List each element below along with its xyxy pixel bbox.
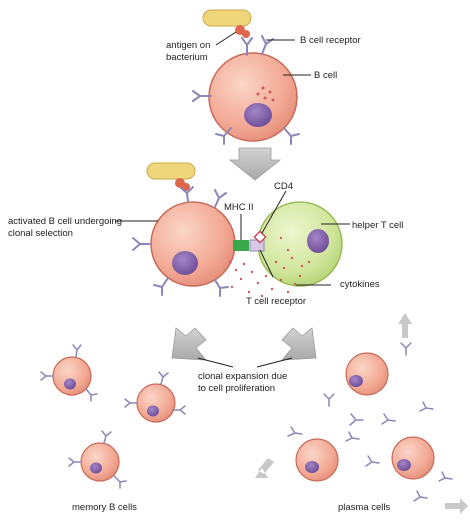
b-cell-receptor-icon <box>68 457 82 467</box>
antibody-icon <box>323 393 335 407</box>
b-cell-receptor-icon <box>172 405 186 415</box>
plasma-cell <box>295 438 339 482</box>
leader-lines <box>197 357 293 368</box>
b-cell-receptor-icon <box>124 398 138 408</box>
nucleus-icon <box>397 459 411 471</box>
nucleus-icon <box>172 251 198 275</box>
bacterium-icon <box>146 162 196 180</box>
antibody-icon <box>345 431 360 442</box>
mhc-ii-label: MHC II <box>224 202 254 213</box>
b-cell-receptor-icon <box>158 371 169 385</box>
b-cell-receptor-icon <box>40 371 54 381</box>
right-arrow-icon <box>445 498 468 514</box>
b-cell-receptor-icon <box>241 37 253 56</box>
b-cell-receptor-icon <box>153 277 169 296</box>
cytokines-label: cytokines <box>340 279 380 290</box>
clonal-expansion-label: clonal expansion due to cell proliferati… <box>198 371 290 394</box>
helper-t-cell <box>257 201 343 287</box>
antibody-icon <box>349 413 364 426</box>
nucleus-icon <box>90 462 102 474</box>
b-cell <box>208 52 298 142</box>
bacterium-icon <box>202 9 252 27</box>
antigen-icon <box>235 25 250 38</box>
antibody-icon <box>413 490 428 502</box>
antibody-icon <box>438 471 453 482</box>
b-cell-receptor-icon <box>85 388 98 402</box>
activated-b-cell <box>150 201 236 287</box>
nucleus-icon <box>64 378 76 390</box>
nucleus-icon <box>305 461 319 473</box>
cytokine-dots <box>228 236 311 298</box>
plasma-cells-label: plasma cells <box>338 502 391 513</box>
cd4-label: CD4 <box>274 181 293 192</box>
b-cell-receptor-label: B cell receptor <box>300 35 361 46</box>
down-right-arrow-icon <box>281 327 317 361</box>
nucleus-icon <box>307 229 329 253</box>
antibody-icon <box>365 455 380 467</box>
b-cell-label: B cell <box>314 70 337 81</box>
antibody-icon <box>400 342 412 356</box>
antigen-label: antigen on bacterium <box>166 40 213 63</box>
antibody-icon <box>419 401 434 412</box>
b-cell-receptor-icon <box>113 475 127 489</box>
leader-lines <box>115 190 350 286</box>
memory-b-cells-label: memory B cells <box>72 502 137 513</box>
antibody-icon <box>287 426 303 437</box>
granules <box>256 86 275 102</box>
b-cell-receptor-icon <box>132 237 152 251</box>
b-cell-receptor-icon <box>101 430 112 444</box>
memory-b-cell <box>52 356 92 396</box>
antigen-icon <box>175 178 190 191</box>
nucleus-icon <box>349 375 363 387</box>
b-cell-receptor-icon <box>214 279 229 297</box>
b-cell-receptor-icon <box>261 35 274 55</box>
activated-b-cell-label: activated B cell undergoing clonal selec… <box>8 216 125 239</box>
down-arrow-icon <box>228 147 282 181</box>
nucleus-icon <box>244 103 272 127</box>
mhc-ii-icon <box>233 240 249 251</box>
b-cell-receptor-icon <box>72 344 82 358</box>
down-left-arrow-icon <box>255 458 274 478</box>
memory-b-cell <box>136 383 176 423</box>
memory-b-cell <box>80 442 120 482</box>
leader-lines <box>215 31 311 76</box>
b-cell-receptor-icon <box>214 189 227 208</box>
plasma-cell <box>391 436 435 480</box>
antibody-icon <box>381 413 396 425</box>
nucleus-icon <box>147 405 159 417</box>
cd4-icon <box>253 230 267 244</box>
up-arrow-icon <box>398 313 412 338</box>
b-cell-receptor-icon <box>192 90 212 102</box>
b-cell-receptor-icon <box>283 127 300 145</box>
t-cell-receptor-label: T cell receptor <box>246 296 306 307</box>
plasma-cell <box>345 352 389 396</box>
b-cell-receptor-icon <box>180 186 194 203</box>
b-cell-receptor-icon <box>215 127 232 145</box>
helper-t-cell-label: helper T cell <box>352 220 403 231</box>
down-left-arrow-icon <box>171 327 207 361</box>
